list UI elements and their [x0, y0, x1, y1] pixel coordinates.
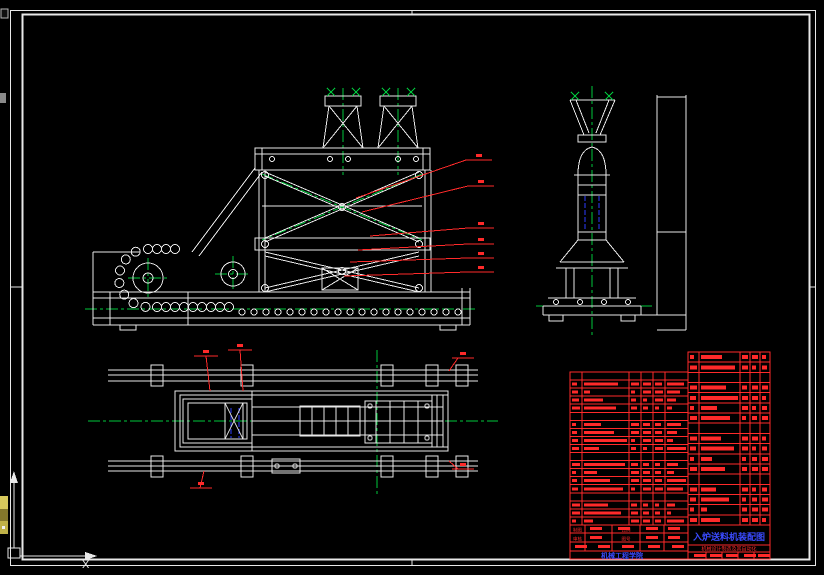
plan-view: [108, 369, 478, 474]
parts-list-tables: [569, 351, 771, 557]
field-label-drawingno: 图号: [622, 537, 631, 543]
toolbar-yellow-icon[interactable]: [0, 496, 8, 534]
leader-annotations: [190, 154, 494, 489]
section-cross-marks: [326, 87, 614, 101]
bolt-detail-lines: [230, 196, 600, 438]
ucs-x-label: X: [82, 559, 90, 571]
field-label-scale: 比例: [622, 527, 631, 534]
school-name-text: 机械工程学院: [601, 551, 643, 560]
field-label-checker: 审核: [573, 536, 582, 543]
sheet-frame: [10, 10, 816, 566]
rail-clamp-plates: [150, 364, 469, 478]
chain-links: [114, 244, 462, 316]
course-line-text: 机械设计制造及其自动化: [701, 546, 756, 553]
title-block: 入炉送料机装配图 机械设计制造及其自动化 机械工程学院 制图 审核 比例 图号: [569, 524, 771, 560]
side-elevation-view: [542, 95, 687, 331]
left-toolbar-fragment[interactable]: [0, 8, 9, 534]
toolbar-button-fragment-icon[interactable]: [0, 8, 9, 19]
ucs-icon: Y X: [1, 471, 97, 571]
front-elevation-view: [92, 95, 471, 331]
bolt-circles: [261, 156, 631, 469]
field-label-draftsman: 制图: [573, 527, 582, 534]
toolbar-button-fragment-icon[interactable]: [0, 93, 6, 103]
drawing-title-text: 入炉送料机装配图: [692, 531, 765, 542]
centerlines: [85, 86, 652, 495]
